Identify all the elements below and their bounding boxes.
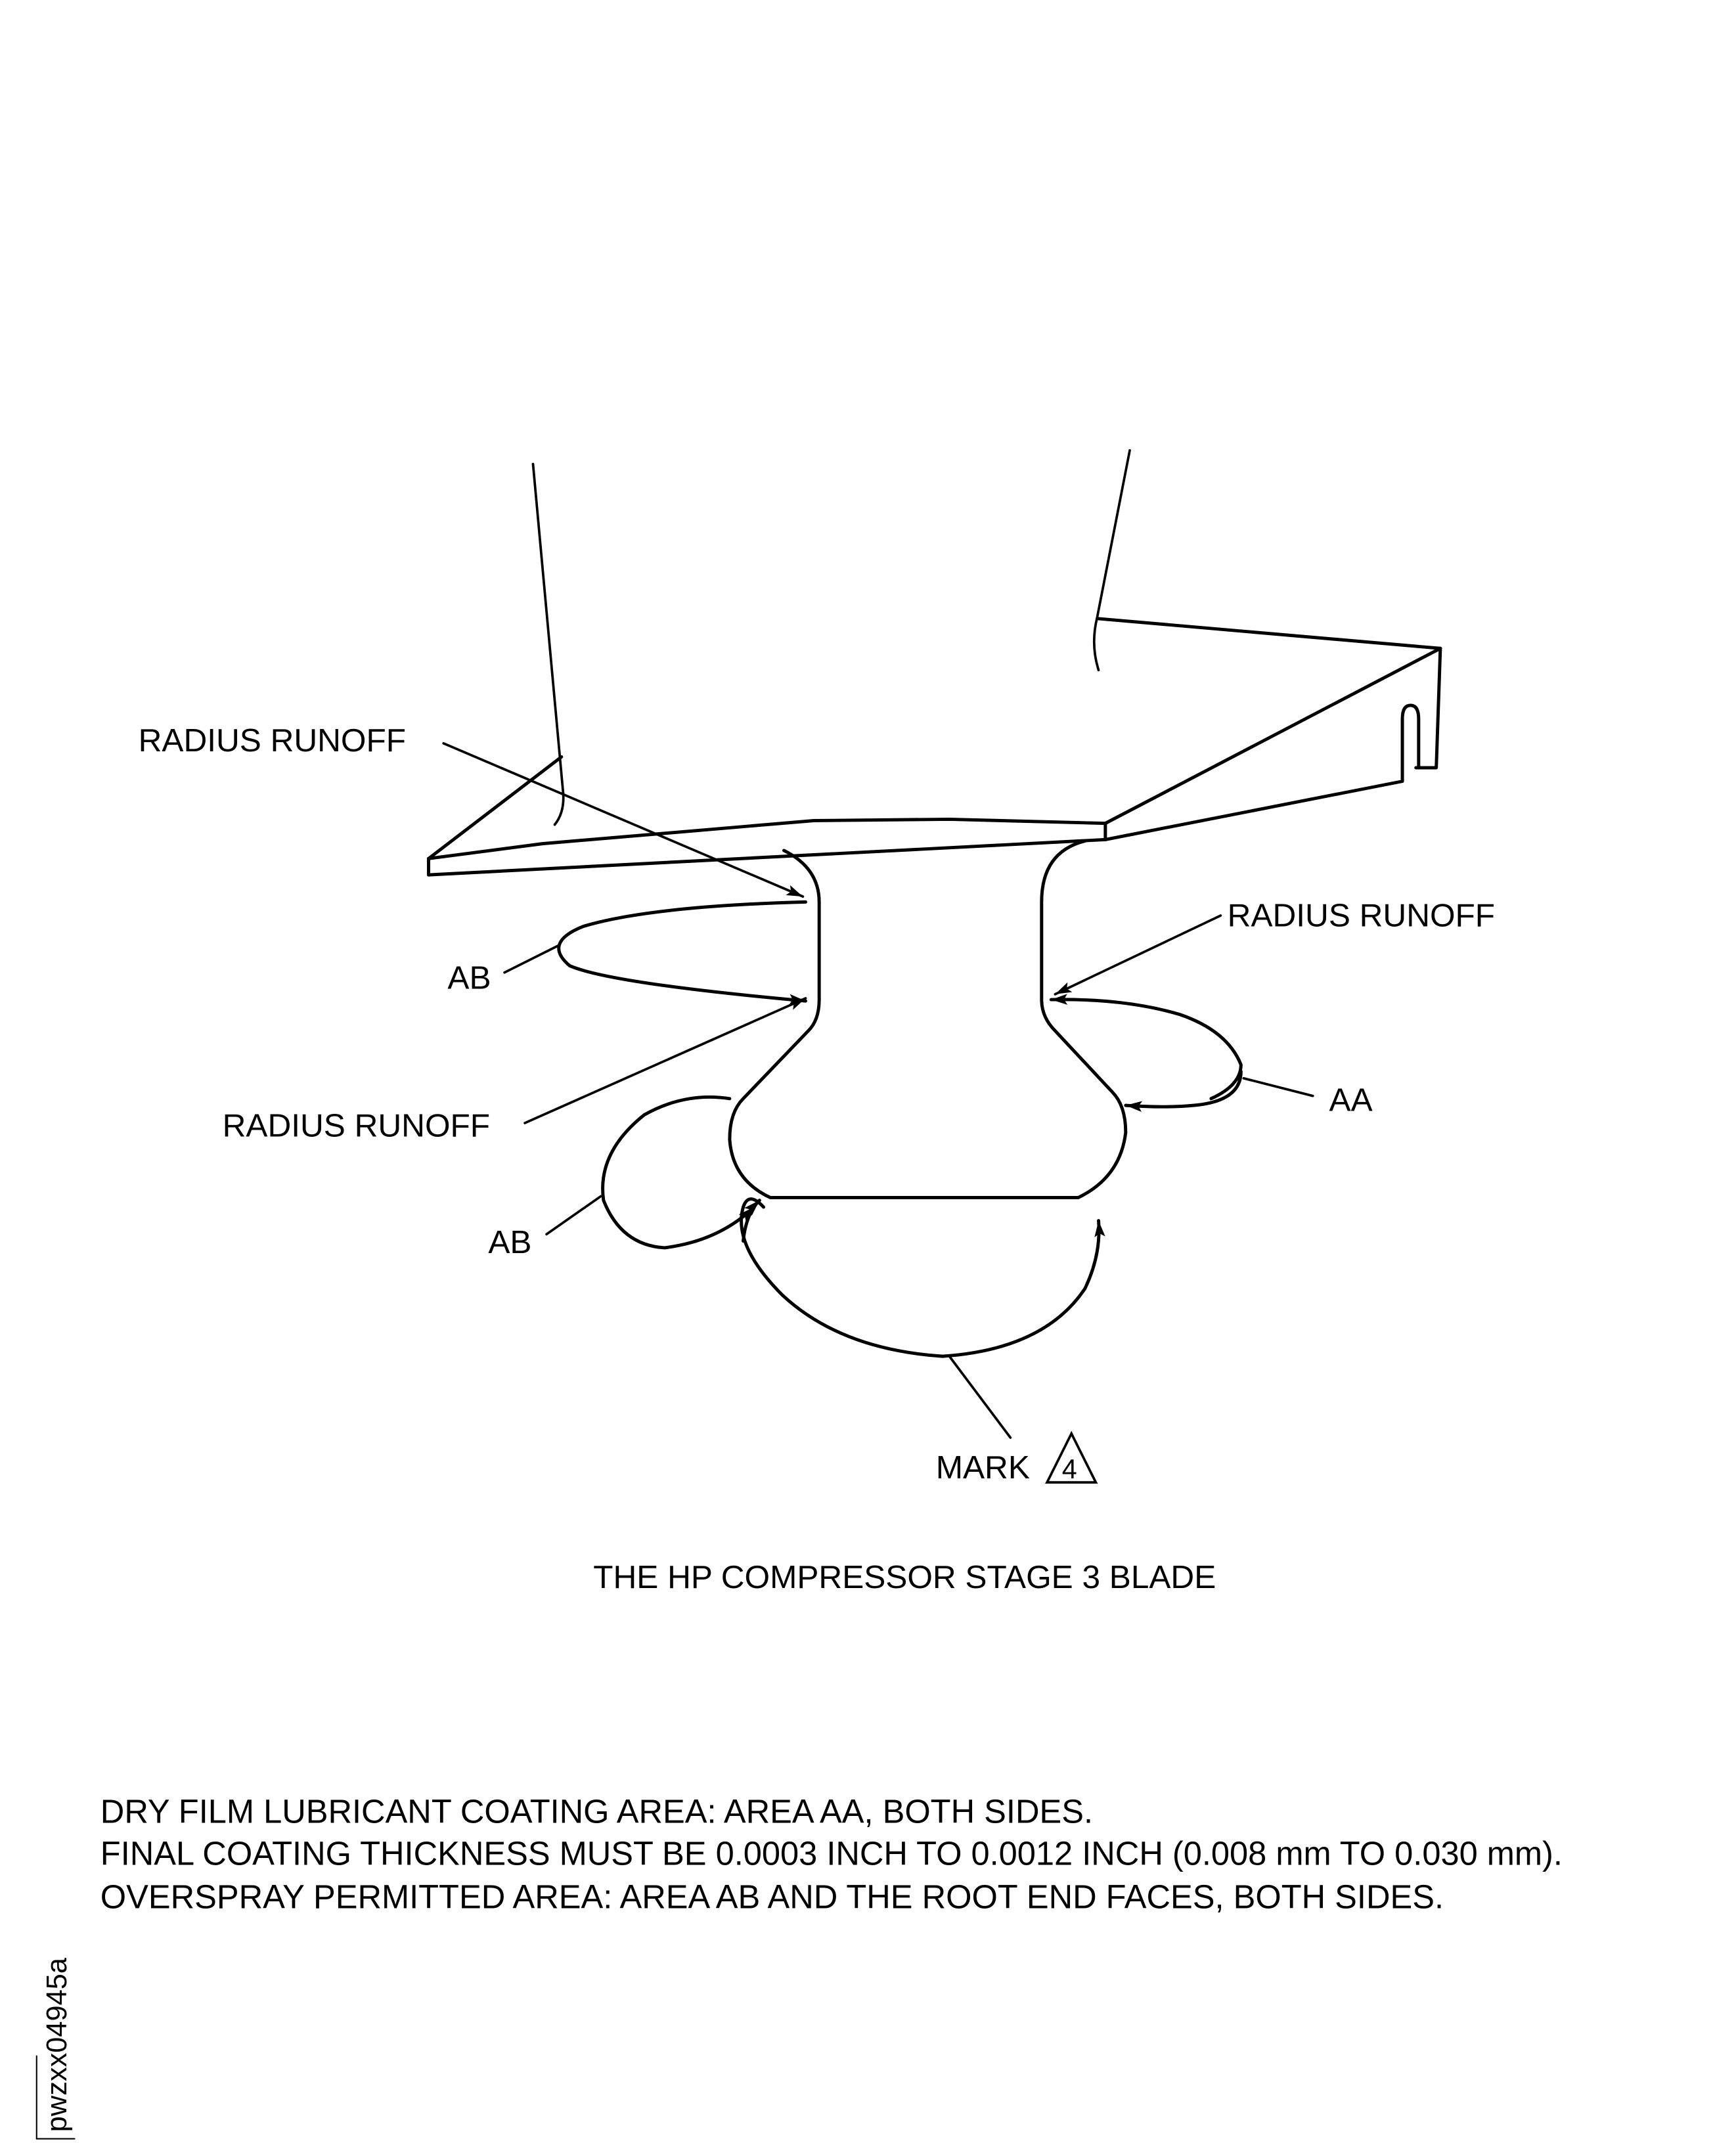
ab-label-lower: AB — [488, 1224, 531, 1260]
callout-radius-runoff-lower-left: RADIUS RUNOFF — [223, 997, 807, 1144]
callout-area-ab-lower: AB — [488, 1095, 756, 1260]
airfoil-leading-edge — [531, 462, 565, 826]
leader-loop — [557, 900, 807, 1005]
leader-loop-left — [740, 1197, 945, 1358]
leader-loop — [601, 1095, 756, 1250]
note-line-2: FINAL COATING THICKNESS MUST BE 0.0003 I… — [100, 1834, 1563, 1872]
platform — [427, 646, 1442, 877]
leader-line — [523, 997, 807, 1124]
figure-code-text: pwzxx04945a — [41, 1957, 73, 2132]
callout-radius-runoff-upper-left: RADIUS RUNOFF — [139, 722, 805, 898]
platform-right-end — [1414, 646, 1442, 770]
platform-top-left — [427, 755, 564, 860]
figure-code: pwzxx04945a — [35, 1957, 76, 2140]
mark-flag-number: 4 — [1062, 1454, 1077, 1484]
ab-label-upper: AB — [447, 960, 491, 996]
figure-title: THE HP COMPRESSOR STAGE 3 BLADE — [593, 1558, 1216, 1595]
callout-mark: MARK 4 — [740, 1197, 1105, 1486]
callout-radius-runoff-right: RADIUS RUNOFF — [1054, 897, 1495, 996]
radius-runoff-label-right: RADIUS RUNOFF — [1228, 897, 1495, 934]
leader-loop — [1049, 994, 1243, 1101]
mark-flag-triangle-icon — [1045, 1430, 1098, 1484]
leader-line — [545, 1195, 602, 1236]
leader-loop-right — [941, 1219, 1105, 1358]
platform-slot — [1400, 703, 1421, 770]
leader-line — [1242, 1076, 1314, 1097]
leader-line — [503, 944, 560, 974]
aa-label: AA — [1329, 1081, 1373, 1118]
leader-line — [1054, 914, 1222, 996]
platform-bottom-edge — [427, 837, 1107, 877]
callout-area-aa: AA — [1049, 994, 1373, 1118]
callout-area-ab-upper: AB — [447, 900, 807, 1005]
airfoil-tip-edge — [1095, 617, 1442, 650]
radius-runoff-label-upper-left: RADIUS RUNOFF — [139, 722, 406, 759]
leader-loop-lower — [1124, 1070, 1243, 1113]
airfoil-trailing-edge — [1092, 449, 1131, 672]
blade-root — [728, 839, 1128, 1200]
platform-top-edge — [427, 817, 1107, 860]
radius-runoff-label-lower-left: RADIUS RUNOFF — [223, 1107, 490, 1144]
leader-line — [948, 1355, 1012, 1439]
note-line-1: DRY FILM LUBRICANT COATING AREA: AREA AA… — [100, 1792, 1093, 1830]
platform-right-bottom — [1103, 766, 1404, 841]
notes: DRY FILM LUBRICANT COATING AREA: AREA AA… — [100, 1792, 1563, 1915]
platform-right-top — [1103, 646, 1442, 826]
airfoil — [531, 449, 1442, 826]
figure-code-bracket — [35, 2055, 76, 2140]
leader-arrow-left — [742, 1199, 761, 1243]
mark-label: MARK — [936, 1449, 1030, 1486]
note-line-3: OVERSPRAY PERMITTED AREA: AREA AB AND TH… — [100, 1878, 1444, 1916]
leader-line — [442, 741, 805, 898]
